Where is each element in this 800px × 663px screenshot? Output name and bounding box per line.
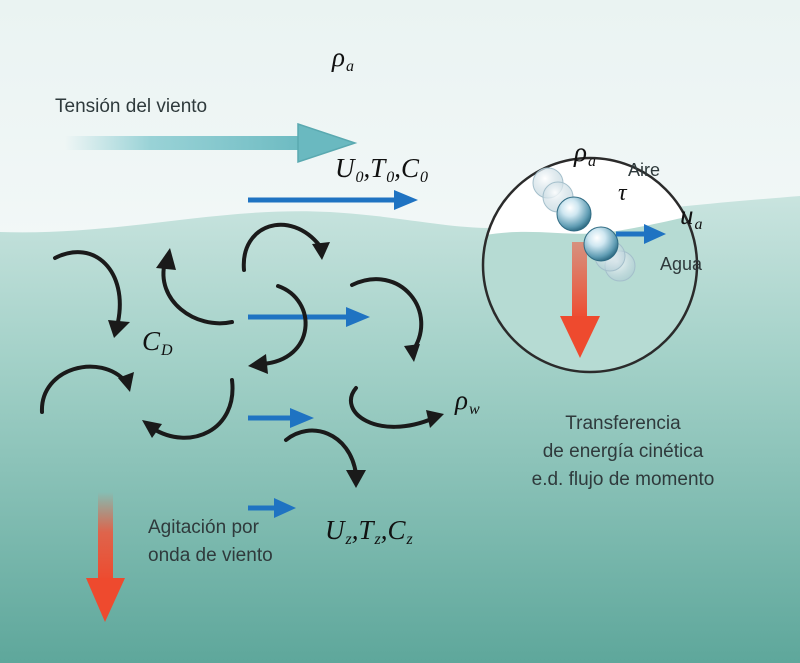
air-velocity-symbol: ua [680,200,703,233]
current-arrow-icon [616,224,666,244]
eddy-icon [142,378,235,440]
eddy-icon [348,386,444,429]
inset-circle [481,156,699,374]
particle-sphere-icon [583,226,619,262]
particle-sphere-icon [556,196,592,232]
drag-coefficient-symbol: CD [142,326,173,359]
eddy-icon [39,364,134,414]
depth-variables-label: Uz,Tz,Cz [325,515,413,548]
downward-flux-arrow-icon [560,242,600,358]
water-density-symbol: ρw [455,385,480,418]
air-density-symbol: ρa [332,42,354,75]
energy-transfer-line2: de energía cinética [542,441,704,462]
water-label: Agua [660,254,703,274]
eddy-icon [241,222,330,272]
energy-transfer-label: Transferencia de energía cinética e.d. f… [498,410,748,494]
eddy-icon [53,250,130,338]
current-arrow-icon [248,498,296,518]
current-arrow-icon [248,307,370,327]
shear-stress-symbol: τ [618,180,627,206]
wind-stress-arrow-icon [65,122,358,164]
current-arrow-icon [248,190,418,210]
surface-variables-label: U0,T0,C0 [335,153,429,186]
air-label: Aire [628,160,661,180]
wave-agitation-line1: Agitación por [148,517,259,538]
downward-flux-arrow-icon [86,492,125,622]
energy-transfer-line3: e.d. flujo de momento [531,469,715,490]
eddy-icon [248,284,308,374]
eddy-icon [350,277,424,362]
wind-stress-label: Tensión del viento [55,96,208,117]
eddy-icon [156,248,234,326]
eddy-icon [284,428,366,488]
wave-agitation-label: Agitación por onda de viento [148,514,273,570]
inset-air-density-symbol: ρa [574,137,596,170]
wave-agitation-line2: onda de viento [148,545,273,566]
current-arrow-icon [248,408,314,428]
energy-transfer-line1: Transferencia [565,413,681,434]
